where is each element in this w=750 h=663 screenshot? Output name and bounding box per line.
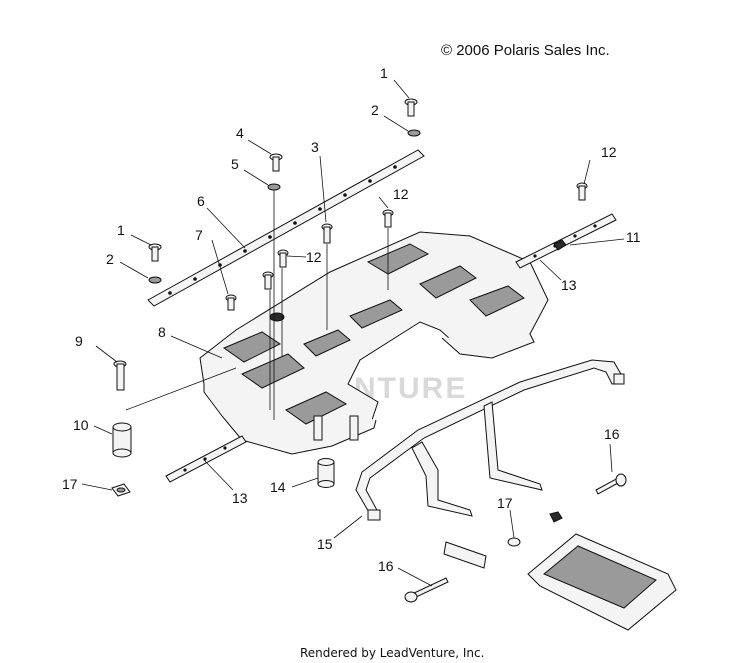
callout-2-top: 2 xyxy=(371,102,379,118)
callout-16-right: 16 xyxy=(604,426,620,442)
nut-11 xyxy=(553,239,567,251)
render-credit: Rendered by LeadVenture, Inc. xyxy=(300,646,485,660)
nut-17-left xyxy=(111,483,131,497)
washer-5 xyxy=(267,183,281,191)
washer-17-right xyxy=(507,537,521,547)
callout-15: 15 xyxy=(317,536,333,552)
bolt-16-lower xyxy=(404,577,449,603)
leader-lines xyxy=(81,79,625,587)
callout-5: 5 xyxy=(231,156,239,172)
rear-rack-platform xyxy=(199,231,549,455)
mounting-bracket-plate xyxy=(443,533,677,631)
bolt-12-center xyxy=(382,209,394,228)
callout-17-left: 17 xyxy=(62,476,78,492)
bolt-12-right xyxy=(576,182,588,201)
callout-9: 9 xyxy=(75,333,83,349)
rack-support-frame xyxy=(355,359,625,521)
callout-1-top: 1 xyxy=(380,65,388,81)
callout-1-left: 1 xyxy=(117,222,125,238)
bolt-4 xyxy=(269,153,283,172)
bolt-left-1 xyxy=(148,243,162,262)
spacer-14 xyxy=(317,458,335,488)
callout-3: 3 xyxy=(311,139,319,155)
bolt-12-left xyxy=(262,249,289,290)
copyright-notice: © 2006 Polaris Sales Inc. xyxy=(441,42,610,59)
callout-8: 8 xyxy=(158,324,166,340)
bolt-16-right xyxy=(595,473,627,495)
nut-17-right xyxy=(549,511,563,523)
callout-13-right: 13 xyxy=(561,277,577,293)
callout-14: 14 xyxy=(270,479,286,495)
callout-12-center: 12 xyxy=(393,186,409,202)
bolt-3 xyxy=(321,223,333,244)
callout-6: 6 xyxy=(197,193,205,209)
bolt-top-1 xyxy=(404,98,418,117)
callout-7: 7 xyxy=(195,227,203,243)
callout-4: 4 xyxy=(236,125,244,141)
callout-13-left: 13 xyxy=(232,490,248,506)
washer-top-2 xyxy=(407,129,421,137)
bolt-7 xyxy=(225,294,237,311)
callout-17-right: 17 xyxy=(497,495,513,511)
bolt-9 xyxy=(113,360,127,391)
spacer-10 xyxy=(112,422,132,458)
callout-16-lower: 16 xyxy=(378,558,394,574)
washer-left-2 xyxy=(148,276,162,284)
callout-12-left: 12 xyxy=(306,249,322,265)
short-mounting-strip-right xyxy=(515,213,617,269)
callout-11: 11 xyxy=(626,229,641,245)
callout-labels: 1 2 4 5 3 6 12 12 1 7 12 2 11 13 8 9 10 … xyxy=(62,65,641,574)
callout-12-right: 12 xyxy=(601,144,617,160)
callout-10: 10 xyxy=(73,417,89,433)
callout-2-left: 2 xyxy=(106,251,114,267)
long-mounting-strip xyxy=(147,149,425,307)
short-mounting-strip-left xyxy=(165,435,247,483)
